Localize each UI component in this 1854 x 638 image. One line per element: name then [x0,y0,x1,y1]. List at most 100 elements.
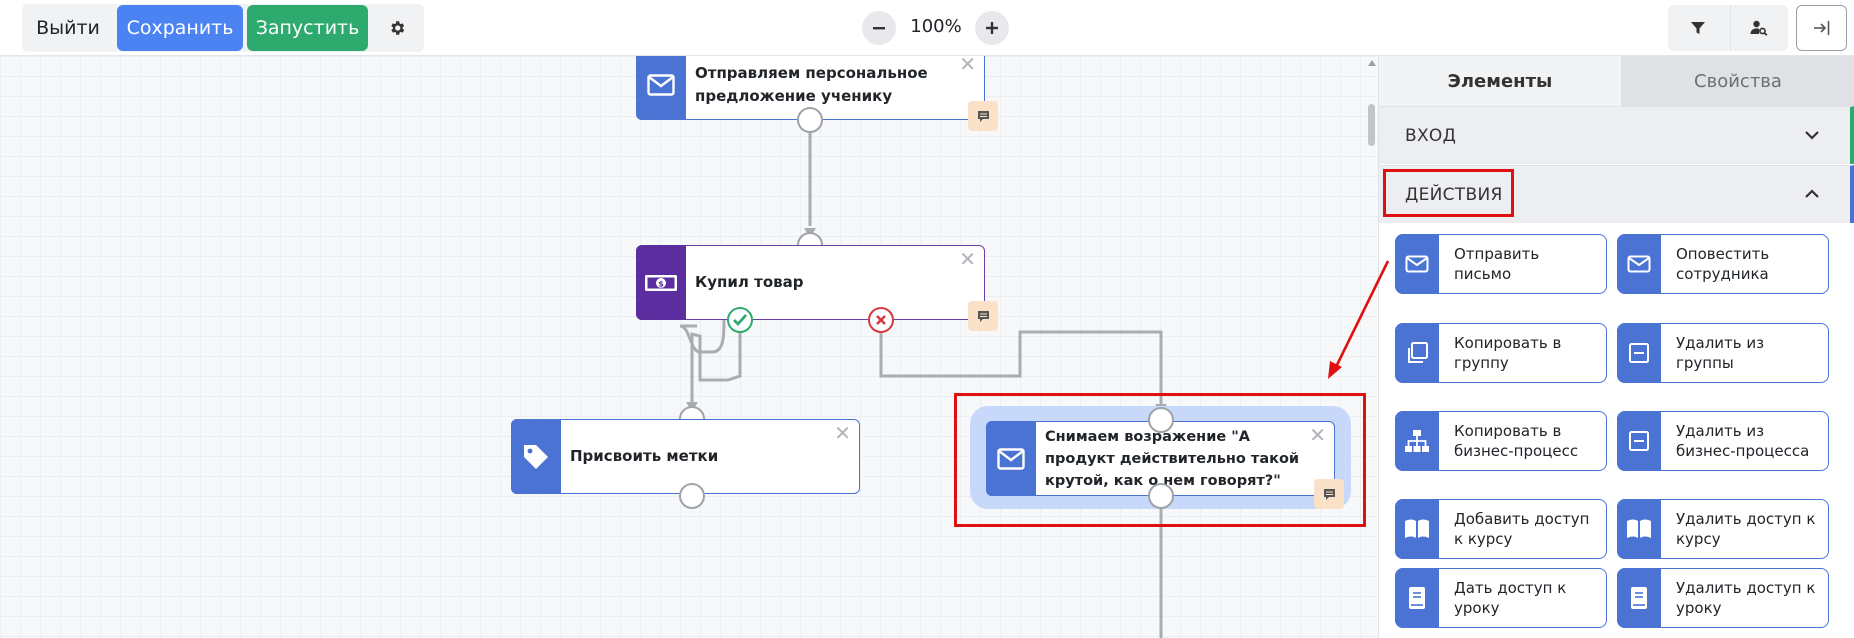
node-icon-box [986,421,1036,496]
connector-line [690,320,742,402]
action-label: Копировать в группу [1454,334,1562,372]
node-close-icon[interactable]: ✕ [834,421,851,445]
envelope-icon [647,74,675,96]
action-icon-box [1617,411,1661,471]
node-comment-button[interactable] [968,101,998,131]
plus-icon [986,22,998,34]
node-output-port[interactable] [797,107,823,133]
comment-icon [977,310,989,322]
node-title: Присвоить метки [570,447,719,465]
check-icon [733,314,748,327]
gear-icon [391,21,405,35]
action-item[interactable]: Дать доступ к уроку [1395,568,1607,628]
scrollbar-thumb[interactable] [1368,104,1375,146]
section-actions-label: ДЕЙСТВИЯ [1405,184,1503,205]
no-output-port[interactable] [868,307,894,333]
node-comment-button[interactable] [1314,479,1344,509]
exit-button[interactable]: Выйти [24,5,112,51]
workflow-canvas[interactable]: Отправляем персональное предложение учен… [0,56,1378,638]
action-icon-box [1617,499,1661,559]
comment-icon [977,110,989,122]
action-icon-box [1395,234,1439,294]
minus-box-icon [1629,343,1649,363]
action-item[interactable]: Копировать в группу [1395,323,1607,383]
node-icon-box [511,419,561,494]
workflow-node[interactable]: Присвоить метки ✕ [511,419,860,494]
action-item[interactable]: Удалить из бизнес-процесса [1617,411,1829,471]
minus-icon [873,27,885,30]
book-icon [1409,587,1425,609]
section-entry[interactable]: ВХОД [1379,106,1854,164]
action-label: Удалить из группы [1676,334,1765,372]
node-comment-button[interactable] [968,301,998,331]
action-label: Удалить доступ к уроку [1676,579,1816,617]
node-output-port[interactable] [1148,483,1174,509]
cross-icon [876,315,886,325]
top-toolbar: Выйти Сохранить Запустить 100% [0,0,1854,56]
user-search-icon [1750,20,1767,36]
node-close-icon[interactable]: ✕ [1309,423,1326,447]
action-icon-box [1395,323,1439,383]
action-item[interactable]: Отправить письмо [1395,234,1607,294]
comment-icon [1323,488,1335,500]
action-label: Копировать в бизнес-процесс [1454,422,1579,460]
arrow-right-bar-icon [1813,21,1829,35]
node-icon-box: $ [636,245,686,320]
node-input-port[interactable] [1148,407,1174,433]
zoom-level: 100% [910,16,962,37]
action-item[interactable]: Оповестить сотрудника [1617,234,1829,294]
section-entry-label: ВХОД [1405,125,1457,146]
minus-box-icon [1629,431,1649,451]
sitemap-icon [1405,430,1429,452]
chevron-down-icon [1805,131,1819,140]
action-label: Оповестить сотрудника [1676,245,1770,283]
action-icon-box [1617,234,1661,294]
section-actions[interactable]: ДЕЙСТВИЯ [1379,165,1854,223]
user-search-button[interactable] [1730,5,1786,51]
scroll-up-arrow[interactable] [1368,60,1376,66]
action-item[interactable]: Удалить из группы [1617,323,1829,383]
action-icon-box [1395,499,1439,559]
workflow-node[interactable]: $ Купил товар ✕ [636,245,998,331]
action-item[interactable]: Добавить доступ к курсу [1395,499,1607,559]
node-title: Купил товар [695,273,804,291]
copy-icon [1408,342,1428,363]
filter-icon [1691,22,1705,34]
annotation-arrow [1328,260,1390,379]
canvas-scrollbar[interactable] [1367,56,1377,638]
envelope-icon [997,447,1025,470]
sidebar-tabs: Элементы Свойства [1379,56,1854,106]
chevron-up-icon [1805,189,1819,198]
action-label: Добавить доступ к курсу [1454,510,1590,548]
node-close-icon[interactable]: ✕ [959,56,976,76]
book-open-icon [1405,519,1429,538]
run-button[interactable]: Запустить [247,5,368,51]
zoom-out-button[interactable] [862,11,896,45]
collapse-panel-button[interactable] [1796,5,1847,51]
tab-elements[interactable]: Элементы [1379,56,1621,106]
svg-text:$: $ [658,279,664,288]
book-icon [1631,587,1647,609]
envelope-icon [1627,255,1651,273]
node-icon-box [636,56,686,120]
action-icon-box [1395,411,1439,471]
tag-icon [524,444,548,469]
action-label: Удалить доступ к курсу [1676,510,1816,548]
tab-properties[interactable]: Свойства [1621,56,1854,106]
node-output-port[interactable] [679,483,705,509]
zoom-in-button[interactable] [975,11,1009,45]
yes-output-port[interactable] [727,307,753,333]
filter-button[interactable] [1670,5,1726,51]
connector-line [879,320,1163,408]
action-label: Дать доступ к уроку [1454,579,1567,617]
settings-button[interactable] [373,5,421,51]
action-item[interactable]: Копировать в бизнес-процесс [1395,411,1607,471]
node-title: Снимаем возражение "А продукт действител… [1045,428,1300,489]
money-icon: $ [645,274,677,291]
node-close-icon[interactable]: ✕ [959,247,976,271]
action-item[interactable]: Удалить доступ к курсу [1617,499,1829,559]
right-button-group [1668,5,1788,51]
action-item[interactable]: Удалить доступ к уроку [1617,568,1829,628]
connection-lines [679,120,1167,638]
save-button[interactable]: Сохранить [117,5,243,51]
